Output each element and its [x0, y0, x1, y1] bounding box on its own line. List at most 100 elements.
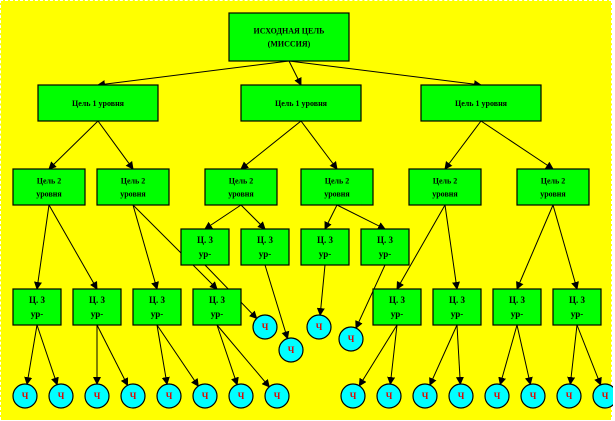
- arrow-l3k-to-leaf-17: [498, 324, 518, 386]
- leaf-node-20: Ч: [592, 383, 613, 409]
- arrow-root-to-l1a: [97, 60, 290, 89]
- leaf-label: Ч: [274, 391, 281, 401]
- arrow-l2d-to-l3h: [336, 204, 386, 230]
- arrow-root-to-l1c: [288, 60, 482, 89]
- goal-box: [240, 228, 290, 266]
- arrow-l1c-to-l2f: [480, 120, 554, 170]
- arrow-l2b-to-l3d: [132, 204, 218, 290]
- arrow-l3j-to-leaf-15: [429, 324, 458, 386]
- leaf-circle: [120, 383, 146, 409]
- leaf-label: Ч: [530, 391, 537, 401]
- leaf-node-19: Ч: [556, 383, 582, 409]
- goal-label: (МИССИЯ): [268, 39, 311, 48]
- nodes-group: ИСХОДНАЯ ЦЕЛЬ(МИССИЯ) Цель 1 уровня Цель 1…: [12, 12, 613, 409]
- arrow-l3j-to-leaf-16: [455, 324, 464, 386]
- leaf-node-11: Ч: [306, 314, 332, 340]
- leaf-node-3: Ч: [84, 383, 110, 409]
- leaf-label: Ч: [348, 334, 355, 344]
- goal-label: Цель 2: [121, 176, 146, 185]
- level3-goal-1: Ц. 3ур-: [12, 288, 62, 326]
- level1-goal-2: Цель 1 уровня: [240, 84, 362, 122]
- arrow-l3g-to-leaf-11: [316, 264, 326, 317]
- level3-goal-5: Ц. 3ур-: [180, 228, 230, 266]
- goal-label: ур-: [379, 249, 392, 259]
- root-goal: ИСХОДНАЯ ЦЕЛЬ(МИССИЯ): [228, 12, 350, 62]
- goal-box: [420, 84, 542, 122]
- level1-goal-1: Цель 1 уровня: [37, 84, 159, 122]
- arrow-l2c-to-l3f: [240, 204, 266, 230]
- leaf-label: Ч: [316, 322, 323, 332]
- level3-goal-12: Ц. 3ур-: [552, 288, 602, 326]
- goal-box: [12, 288, 62, 326]
- goal-label: Цель 2: [433, 176, 458, 185]
- arrow-l3a-to-leaf-2: [36, 324, 59, 386]
- leaf-label: Ч: [422, 391, 429, 401]
- leaf-circle: [156, 383, 182, 409]
- goal-label: Ц. 3: [257, 235, 274, 245]
- arrow-l2a-to-l3b: [48, 204, 98, 290]
- leaf-node-14: Ч: [376, 383, 402, 409]
- goal-label: Ц. 3: [509, 295, 526, 305]
- leaf-circle: [338, 326, 364, 352]
- leaf-label: Ч: [350, 391, 357, 401]
- goal-label: Ц. 3: [449, 295, 466, 305]
- goal-box: [492, 288, 542, 326]
- level3-goal-9: Ц. 3ур-: [372, 288, 422, 326]
- goal-label: уровня: [228, 189, 254, 198]
- arrow-l1a-to-l2a: [48, 120, 99, 170]
- goal-box: [372, 288, 422, 326]
- leaf-circle: [520, 383, 546, 409]
- leaf-circle: [484, 383, 510, 409]
- arrow-l3k-to-leaf-18: [516, 324, 533, 386]
- goal-box: [204, 168, 278, 206]
- leaf-circle: [264, 383, 290, 409]
- goal-label: Цель 2: [229, 176, 254, 185]
- goal-label: ур-: [151, 309, 164, 319]
- goal-label: Цель 1 уровня: [455, 99, 508, 108]
- level3-goal-7: Ц. 3 ур-: [300, 228, 350, 266]
- goal-label: уровня: [324, 189, 350, 198]
- leaf-circle: [412, 383, 438, 409]
- leaf-node-5: Ч: [156, 383, 182, 409]
- goal-label: уровня: [120, 189, 146, 198]
- arrow-l1b-to-l2d: [300, 120, 338, 170]
- leaf-label: Ч: [22, 391, 29, 401]
- leaf-node-17: Ч: [484, 383, 510, 409]
- leaf-label: Ч: [262, 322, 269, 332]
- arrow-l3a-to-leaf-1: [24, 324, 38, 386]
- goal-label: ур-: [211, 309, 224, 319]
- level2-goal-3: Цель 2 уровня: [204, 168, 278, 206]
- leaf-node-2: Ч: [48, 383, 74, 409]
- goal-label: ур-: [91, 309, 104, 319]
- goal-label: Ц. 3: [389, 295, 406, 305]
- leaf-node-7: Ч: [228, 383, 254, 409]
- goal-label: ур-: [319, 249, 332, 259]
- leaf-circle: [592, 383, 613, 409]
- level3-goal-8: Ц. 3ур-: [360, 228, 410, 266]
- leaf-label: Ч: [458, 391, 465, 401]
- leaf-circle: [376, 383, 402, 409]
- leaf-circle: [340, 383, 366, 409]
- arrow-l3b-to-leaf-4: [96, 324, 129, 387]
- leaf-node-8: Ч: [264, 383, 290, 409]
- arrow-l2f-to-l3k: [516, 204, 554, 290]
- goal-label: ур-: [511, 309, 524, 319]
- leaf-label: Ч: [58, 391, 65, 401]
- goal-label: Ц. 3: [317, 235, 334, 245]
- arrow-l2d-to-l3g: [324, 204, 338, 230]
- arrow-l3c-to-leaf-5: [156, 324, 170, 386]
- goal-label: Ц. 3: [29, 295, 46, 305]
- goal-box: [300, 228, 350, 266]
- arrow-l3l-to-leaf-19: [567, 324, 578, 386]
- arrow-l1b-to-l2c: [240, 120, 302, 170]
- leaf-label: Ч: [238, 391, 245, 401]
- leaf-circle: [252, 314, 278, 340]
- leaf-circle: [556, 383, 582, 409]
- arrow-l1c-to-l2e: [444, 120, 482, 170]
- arrow-l3d-to-leaf-8: [216, 324, 270, 388]
- arrow-l2c-to-l3e: [204, 204, 242, 230]
- goal-box: [432, 288, 482, 326]
- level3-goal-2: Ц. 3ур-: [72, 288, 122, 326]
